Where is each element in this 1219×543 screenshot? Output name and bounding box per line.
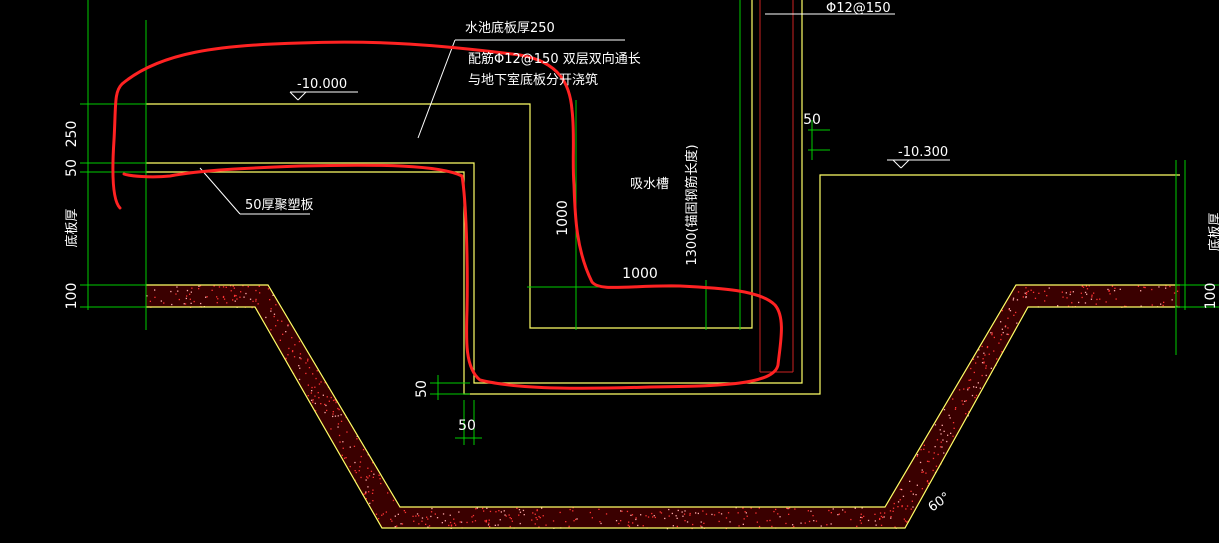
dim-100-left: 100 — [64, 283, 80, 310]
concrete-fill — [146, 285, 1180, 528]
dim-50-bottom-vertical: 50 — [414, 380, 430, 398]
rebar-lines — [759, 0, 794, 373]
pit-outline-bottom — [146, 306, 1180, 529]
dim-250: 250 — [64, 121, 80, 148]
dimension-lines — [80, 0, 1219, 445]
concrete-speckles — [146, 285, 1179, 530]
concrete-pit-section — [146, 284, 1180, 530]
sump-outlines — [146, 0, 1180, 395]
pit-slab-thickness-label: 水池底板厚250 — [465, 20, 555, 36]
red-markup-outline — [111, 40, 783, 390]
anchor-length-label: 1300(锚固钢筋长度) — [684, 144, 700, 265]
dim-50-top-right: 50 — [803, 112, 821, 128]
slab-thickness-right-label: 底板厚 — [1207, 212, 1219, 251]
elevation-right-label: -10.300 — [898, 145, 948, 160]
rebar-note-line1: 配筋Φ12@150 双层双向通长 — [468, 51, 641, 67]
pit-outline-top — [146, 284, 1180, 508]
rebar-note-line2: 与地下室底板分开浇筑 — [468, 72, 598, 88]
dim-50-left: 50 — [64, 159, 80, 177]
angle-label: 60° — [926, 490, 953, 516]
rebar-top-label: Φ12@150 — [826, 1, 891, 16]
cushion-board-label: 50厚聚塑板 — [245, 198, 314, 213]
dim-1000-vertical: 1000 — [555, 200, 571, 236]
dim-100-right: 100 — [1203, 283, 1219, 310]
sump-label: 吸水槽 — [630, 177, 669, 192]
dim-1000-horizontal: 1000 — [622, 266, 658, 282]
elevation-left-label: -10.000 — [297, 77, 347, 92]
slab-thickness-left-label: 底板厚 — [64, 208, 80, 247]
dim-50-bottom-horizontal: 50 — [458, 418, 476, 434]
leader-lines — [199, 13, 950, 215]
